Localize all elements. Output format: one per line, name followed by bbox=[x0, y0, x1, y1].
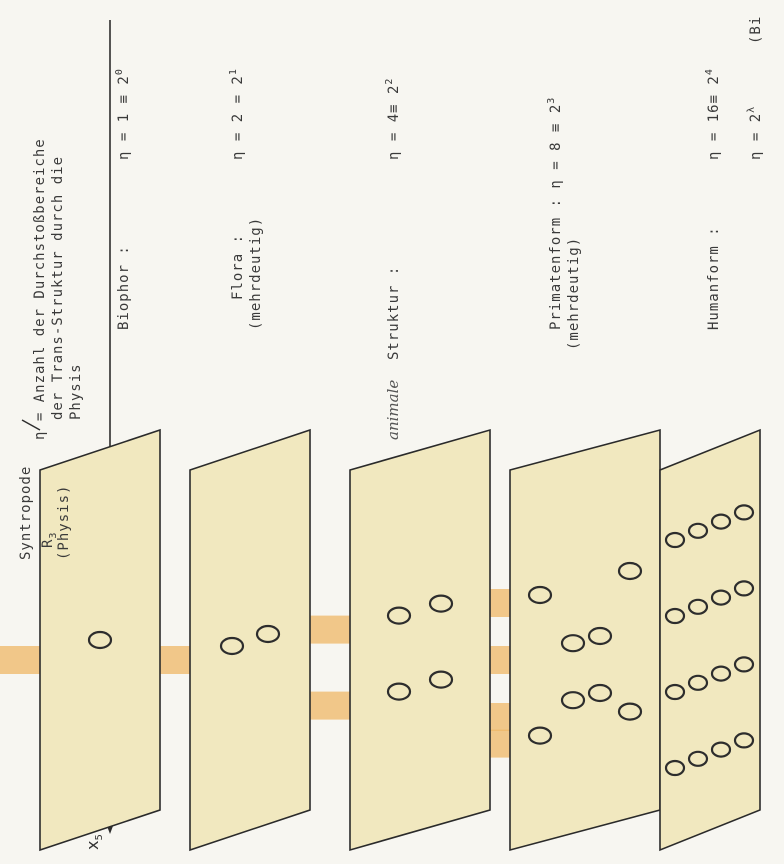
penetration-hole bbox=[687, 522, 709, 539]
penetration-hole bbox=[687, 750, 709, 767]
penetration-hole bbox=[428, 670, 454, 689]
row-5-paren: (Bi bbox=[748, 16, 764, 44]
penetration-hole bbox=[617, 702, 643, 721]
penetration-hole bbox=[664, 683, 686, 701]
penetration-hole bbox=[733, 504, 755, 521]
row-1-name: Biophor : bbox=[116, 245, 132, 330]
penetration-hole bbox=[687, 674, 709, 691]
physis-label: (Physis) bbox=[56, 485, 72, 560]
syntropode-label: Syntropode bbox=[18, 466, 34, 560]
syntropode-annotation: Syntropode bbox=[18, 419, 41, 560]
penetration-hole bbox=[428, 594, 454, 613]
row-5-eq: η = 16≡ 24 bbox=[704, 68, 722, 160]
penetration-hole bbox=[587, 626, 613, 646]
r3-label: R3 bbox=[40, 532, 59, 548]
row-5-eq2: η = 2λ bbox=[746, 106, 764, 160]
penetration-hole bbox=[664, 759, 686, 777]
penetration-hole bbox=[219, 636, 245, 656]
physis-plane bbox=[509, 428, 661, 852]
eta-def-line-2: der Trans-Struktur durch die bbox=[50, 156, 66, 420]
row-2-eq: η = 2 = 21 bbox=[228, 68, 246, 160]
penetration-hole bbox=[733, 580, 755, 597]
penetration-hole bbox=[560, 691, 586, 710]
penetration-hole bbox=[710, 513, 732, 530]
penetration-hole bbox=[710, 589, 732, 606]
physis-plane bbox=[39, 428, 161, 852]
eta-def-line-3: Physis bbox=[68, 363, 84, 420]
penetration-hole bbox=[527, 726, 553, 745]
row-4-name: Primatenform : η = 8 ≡ 23 bbox=[546, 97, 564, 330]
penetration-hole bbox=[617, 561, 643, 581]
physis-plane bbox=[189, 428, 311, 852]
penetration-hole bbox=[733, 656, 755, 673]
penetration-hole bbox=[87, 630, 113, 650]
row-2-name: Flora : bbox=[230, 234, 246, 300]
penetration-hole bbox=[664, 531, 686, 549]
penetration-hole bbox=[710, 665, 732, 682]
eta-definition: η = Anzahl der Durchstoßbereiche der Tra… bbox=[32, 138, 84, 440]
penetration-hole bbox=[710, 741, 732, 758]
row-3-name: Struktur : bbox=[386, 266, 402, 360]
x5-label: x5 bbox=[83, 834, 105, 850]
penetration-hole bbox=[687, 598, 709, 615]
physis-plane bbox=[659, 428, 761, 852]
row-1-eq: η = 1 ≡ 20 bbox=[114, 68, 132, 160]
penetration-hole bbox=[255, 624, 281, 644]
r3-physis-label: R3 (Physis) bbox=[40, 485, 72, 560]
penetration-hole bbox=[527, 585, 553, 605]
row-3-eq: η = 4≡ 22 bbox=[384, 78, 402, 160]
row-4-sub: (mehrdeutig) bbox=[566, 237, 582, 350]
physis-plane bbox=[349, 428, 491, 852]
row-labels: Biophor : η = 1 ≡ 20 Flora : (mehrdeutig… bbox=[114, 16, 764, 440]
penetration-hole bbox=[587, 683, 613, 703]
row-3-hand: animale bbox=[384, 380, 402, 440]
penetration-hole bbox=[733, 732, 755, 749]
row-2-sub: (mehrdeutig) bbox=[248, 217, 264, 330]
row-5-name: Humanform : bbox=[706, 226, 722, 330]
penetration-hole bbox=[664, 607, 686, 625]
eta-def-line-1: η = Anzahl der Durchstoßbereiche bbox=[32, 138, 48, 440]
penetration-hole bbox=[386, 606, 412, 625]
penetration-hole bbox=[386, 682, 412, 701]
physis-planes bbox=[39, 428, 761, 852]
penetration-hole bbox=[560, 634, 586, 653]
